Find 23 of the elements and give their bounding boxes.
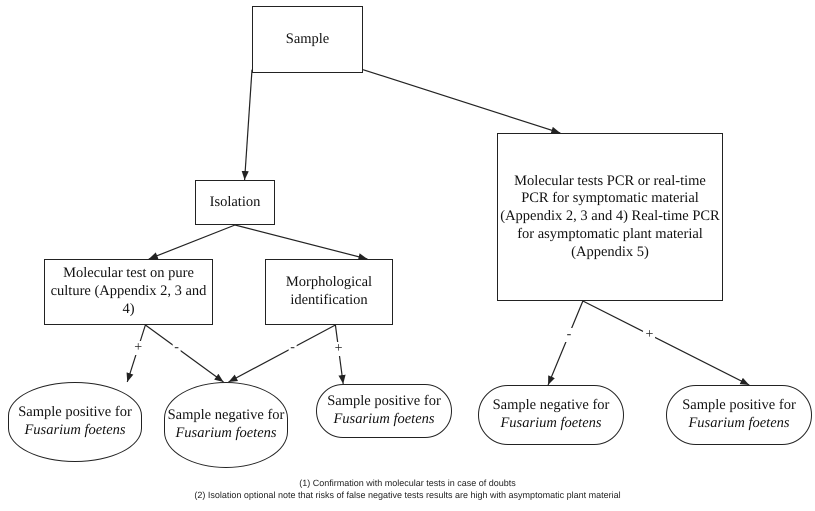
- edge-label: -: [564, 328, 574, 342]
- arrow: [334, 324, 346, 384]
- process-box: Sample: [252, 6, 363, 73]
- outcome-terminal: Sample negative for Fusarium foetens: [478, 385, 624, 445]
- process-box: Morphological identification: [265, 259, 393, 325]
- process-box: Molecular tests PCR or real-time PCR for symptomatic material (Appendix 2, 3 and 4) Real-time PCR for asymptomatic plant material (Appendix 5): [497, 133, 723, 301]
- edge-label: +: [332, 342, 344, 356]
- outcome-terminal: Sample positive for Fusarium foetens: [316, 384, 452, 438]
- edge-label: +: [132, 340, 144, 355]
- footnote: (1) Confirmation with molecular tests in case of doubts: [299, 478, 516, 488]
- arrow: [145, 324, 224, 382]
- process-box: Molecular test on pure culture (Appendix 2, 3 and 4): [44, 259, 213, 325]
- arrow: [362, 69, 560, 134]
- process-box: Isolation: [195, 180, 275, 225]
- arrow: [148, 224, 236, 260]
- outcome-terminal: Sample positive for Fusarium foetens: [666, 385, 812, 445]
- arrow: [242, 70, 253, 180]
- arrow: [548, 300, 584, 386]
- arrow: [228, 324, 336, 383]
- arrow: [582, 300, 750, 386]
- arrow: [234, 224, 368, 260]
- footnote: (2) Isolation optional note that risks of false negative tests results are high with asymptomatic plant material: [194, 490, 621, 500]
- arrow: [126, 324, 146, 382]
